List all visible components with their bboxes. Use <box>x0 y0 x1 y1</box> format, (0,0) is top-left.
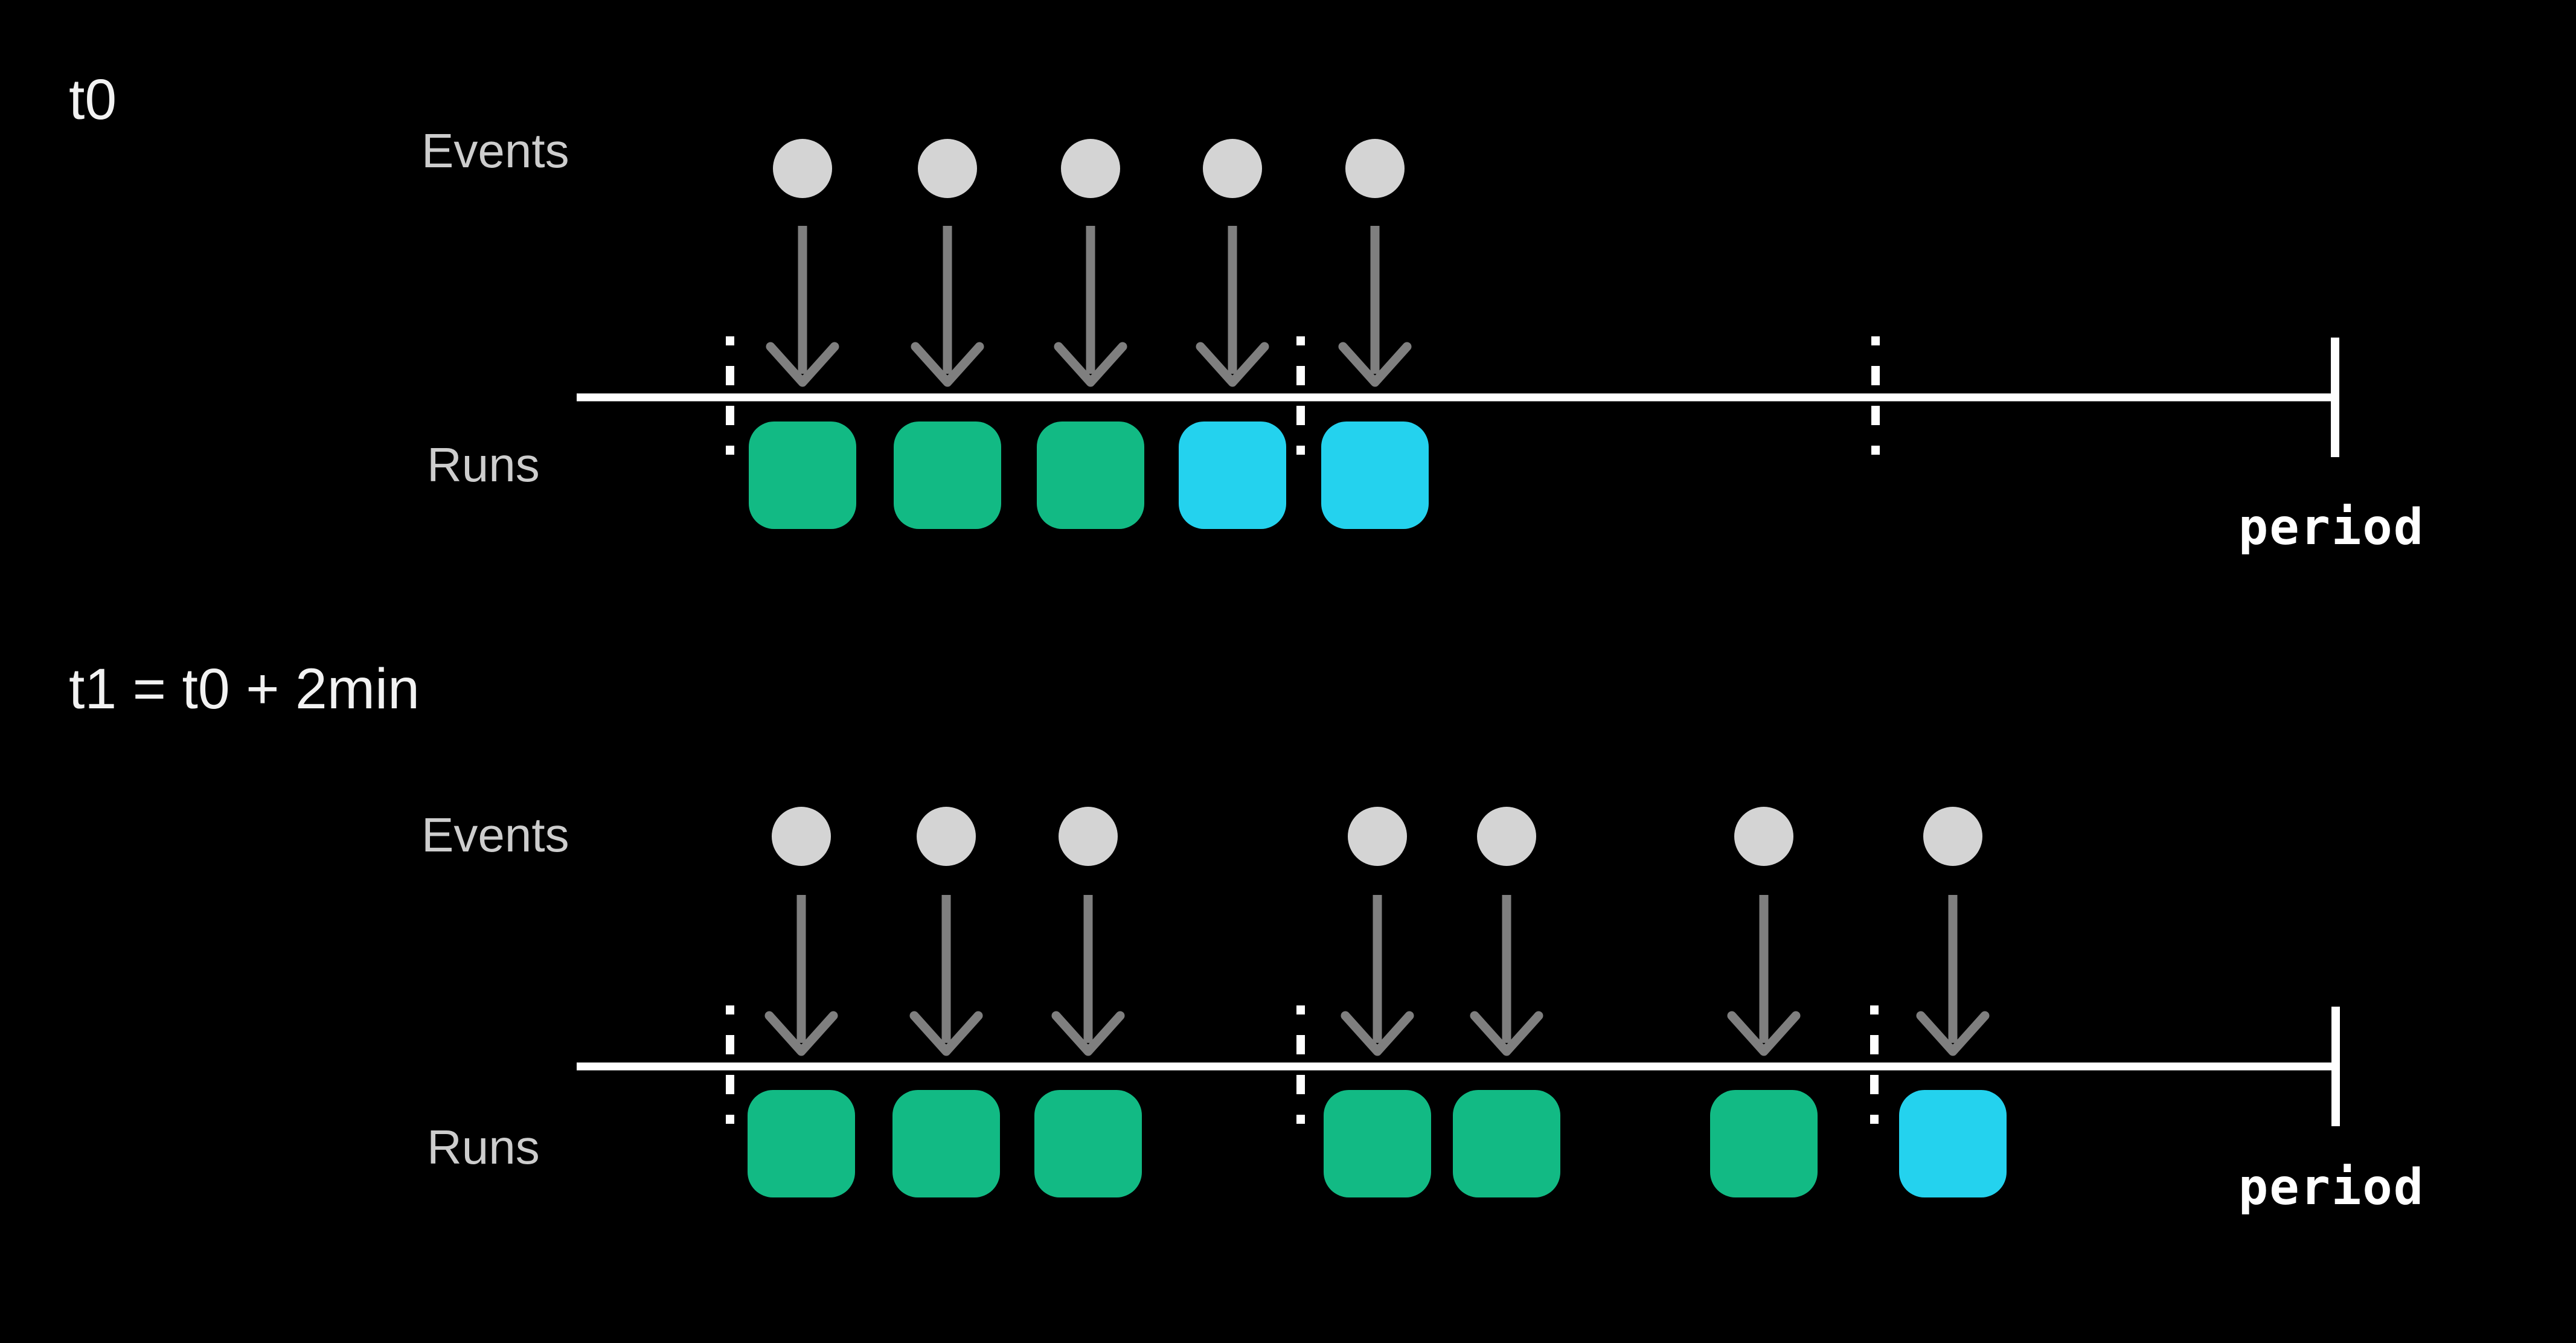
event-dot <box>773 139 832 198</box>
run-box-success <box>1034 1090 1142 1197</box>
event-dot <box>1059 807 1118 866</box>
runs-label: Runs <box>427 1120 540 1174</box>
down-arrow-icon <box>1916 1011 1990 1056</box>
event-dot <box>1923 807 1982 866</box>
run-box-throttled <box>1321 421 1429 529</box>
down-arrow-icon <box>911 342 984 387</box>
down-arrow-icon <box>764 1011 838 1056</box>
period-label: period <box>2238 499 2424 556</box>
down-arrow-icon <box>1051 1011 1125 1056</box>
event-dot <box>1203 139 1262 198</box>
event-dot <box>1345 139 1405 198</box>
run-box-success <box>1453 1090 1560 1197</box>
run-box-success <box>1324 1090 1431 1197</box>
run-box-throttled <box>1179 421 1286 529</box>
event-dot <box>1348 807 1407 866</box>
period-label: period <box>2238 1159 2424 1216</box>
event-dot <box>918 139 977 198</box>
run-box-success <box>748 1090 855 1197</box>
down-arrow-icon <box>1727 1011 1801 1056</box>
down-arrow-icon <box>1470 1011 1543 1056</box>
run-box-success <box>749 421 856 529</box>
events-label: Events <box>421 124 569 178</box>
down-arrow-icon <box>1338 342 1412 387</box>
down-arrow-icon <box>766 342 839 387</box>
run-box-success <box>894 421 1001 529</box>
event-dot <box>1734 807 1793 866</box>
run-box-success <box>892 1090 1000 1197</box>
event-dot <box>1061 139 1120 198</box>
down-arrow-icon <box>1341 1011 1414 1056</box>
section-title: t1 = t0 + 2min <box>69 657 420 721</box>
event-dot <box>1477 807 1536 866</box>
section-title: t0 <box>69 68 117 132</box>
down-arrow-icon <box>1054 342 1127 387</box>
run-box-success <box>1037 421 1144 529</box>
run-box-success <box>1710 1090 1818 1197</box>
event-dot <box>917 807 976 866</box>
down-arrow-icon <box>1196 342 1269 387</box>
runs-label: Runs <box>427 438 540 492</box>
down-arrow-icon <box>909 1011 983 1056</box>
run-box-throttled <box>1899 1090 2007 1197</box>
events-label: Events <box>421 808 569 862</box>
event-dot <box>772 807 831 866</box>
